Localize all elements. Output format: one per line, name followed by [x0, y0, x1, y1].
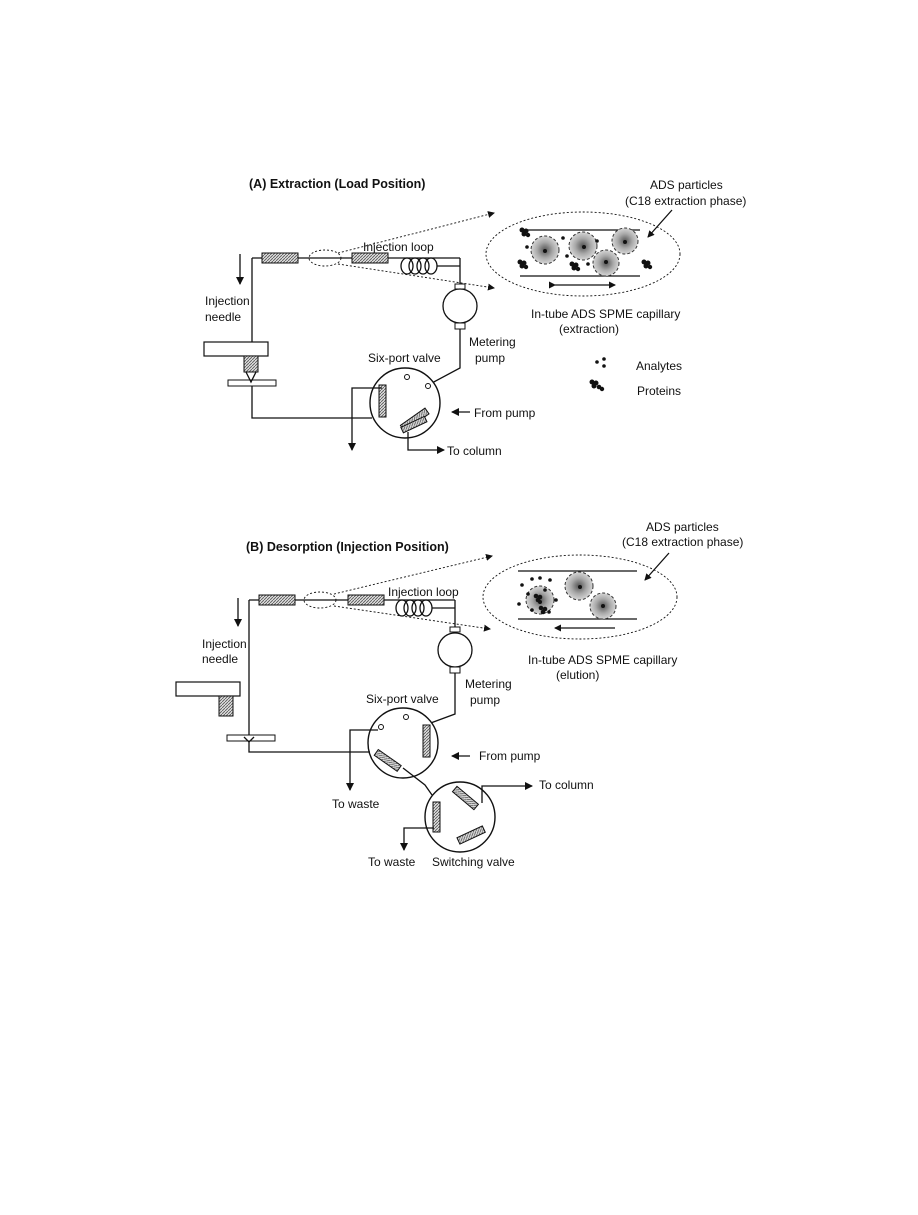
legend-analytes-label: Analytes	[636, 359, 682, 373]
from-pump-label-a: From pump	[474, 406, 536, 420]
injection-needle-label-2: needle	[205, 310, 241, 324]
capillary-fitting-b1	[258, 594, 296, 606]
injector-body-b	[175, 681, 241, 697]
pump-cap-bottom	[454, 322, 466, 330]
pump-cap-top	[454, 283, 466, 290]
six-port-valve-label-b: Six-port valve	[366, 692, 439, 706]
panel-b-title: (B) Desorption (Injection Position)	[246, 540, 449, 554]
pump-to-valve-line-b	[427, 673, 456, 725]
to-waste-label-2: To waste	[368, 855, 416, 869]
injector-to-valve-line-b	[248, 741, 370, 753]
to-column-arrow-b	[481, 782, 533, 803]
zoom-line-top	[337, 211, 495, 254]
waste-outlet-a	[348, 387, 382, 451]
valve-port-b	[378, 724, 384, 730]
zoom-line-top-b	[333, 554, 493, 595]
metering-pump-b	[437, 632, 473, 668]
capillary-fitting-b2	[347, 594, 385, 606]
valve-channel	[400, 415, 428, 434]
injector-body	[203, 341, 269, 357]
switching-channel	[432, 801, 441, 833]
waste-outlet-b2	[400, 827, 434, 851]
switching-channel	[451, 785, 480, 811]
ads-particles-label-2: (C18 extraction phase)	[625, 194, 746, 208]
panel-a: (A) Extraction (Load Position) Injection…	[203, 177, 746, 458]
capillary-label-2: (extraction)	[559, 322, 619, 336]
capillary-fitting-2	[351, 252, 389, 264]
injector-plate-b	[226, 734, 276, 742]
six-port-to-switching-line	[402, 767, 433, 796]
panel-a-title: (A) Extraction (Load Position)	[249, 177, 425, 191]
panel-b: (B) Desorption (Injection Position) Inje…	[175, 520, 743, 869]
to-column-label-a: To column	[447, 444, 502, 458]
capillary-detail-ellipse-b	[482, 554, 678, 640]
valve-port	[425, 383, 431, 389]
legend-proteins-icon	[589, 379, 605, 392]
from-pump-label-b: From pump	[479, 749, 541, 763]
injector-to-valve-line	[251, 386, 372, 419]
injection-needle-label-1: Injection	[205, 294, 250, 308]
metering-pump-label-b1: Metering	[465, 677, 512, 691]
zoom-ellipse-small	[308, 249, 342, 267]
capillary-label-b1: In-tube ADS SPME capillary	[528, 653, 677, 667]
to-waste-label-1: To waste	[332, 797, 380, 811]
injection-loop-coil	[400, 257, 438, 275]
capillary-fitting-1	[261, 252, 299, 264]
metering-pump-label-2: pump	[475, 351, 505, 365]
legend-analytes-icon	[595, 357, 606, 368]
pump-cap-top-b	[449, 626, 461, 633]
to-column-label-b: To column	[539, 778, 594, 792]
valve-port-b	[403, 714, 409, 720]
injection-loop-label-b: Injection loop	[388, 585, 459, 599]
ads-particles-label-b1: ADS particles	[646, 520, 719, 534]
valve-channel-b	[422, 724, 431, 758]
waste-outlet-b1	[346, 729, 378, 791]
injector-needle-holder	[243, 355, 259, 373]
metering-pump-label-1: Metering	[469, 335, 516, 349]
protein-clusters	[517, 227, 653, 272]
ads-particles	[530, 227, 639, 277]
zoom-line-bottom	[337, 263, 495, 291]
injection-needle-label-b2: needle	[202, 652, 238, 666]
valve-channel-b	[373, 748, 402, 773]
valve-port	[404, 374, 410, 380]
ads-particles-label-b2: (C18 extraction phase)	[622, 535, 743, 549]
metering-pump-label-b2: pump	[470, 693, 500, 707]
injection-loop-coil-b	[395, 599, 433, 617]
pump-cap-bottom-b	[449, 666, 461, 674]
zoom-ellipse-small-b	[303, 591, 337, 609]
ads-particles-pointer	[647, 209, 673, 238]
capillary-label-1: In-tube ADS SPME capillary	[531, 307, 680, 321]
pump-to-valve-line	[429, 329, 461, 385]
injector-needle-holder-b	[218, 695, 234, 717]
switching-channel	[456, 825, 486, 845]
needle-tip	[245, 371, 257, 384]
capillary-label-b2: (elution)	[556, 668, 599, 682]
legend-proteins-label: Proteins	[637, 384, 681, 398]
injection-loop-label: Injection loop	[363, 240, 434, 254]
protein-clusters-b	[533, 593, 548, 615]
ads-particles-label-1: ADS particles	[650, 178, 723, 192]
six-port-valve-label: Six-port valve	[368, 351, 441, 365]
capillary-detail-ellipse	[485, 211, 681, 297]
valve-channel	[378, 384, 387, 418]
metering-pump	[442, 288, 478, 324]
switching-valve-label: Switching valve	[432, 855, 515, 869]
analyte-dots	[525, 236, 627, 266]
ads-particles-pointer-b	[644, 552, 670, 581]
injection-needle-label-b1: Injection	[202, 637, 247, 651]
to-column-arrow-a	[407, 432, 445, 454]
